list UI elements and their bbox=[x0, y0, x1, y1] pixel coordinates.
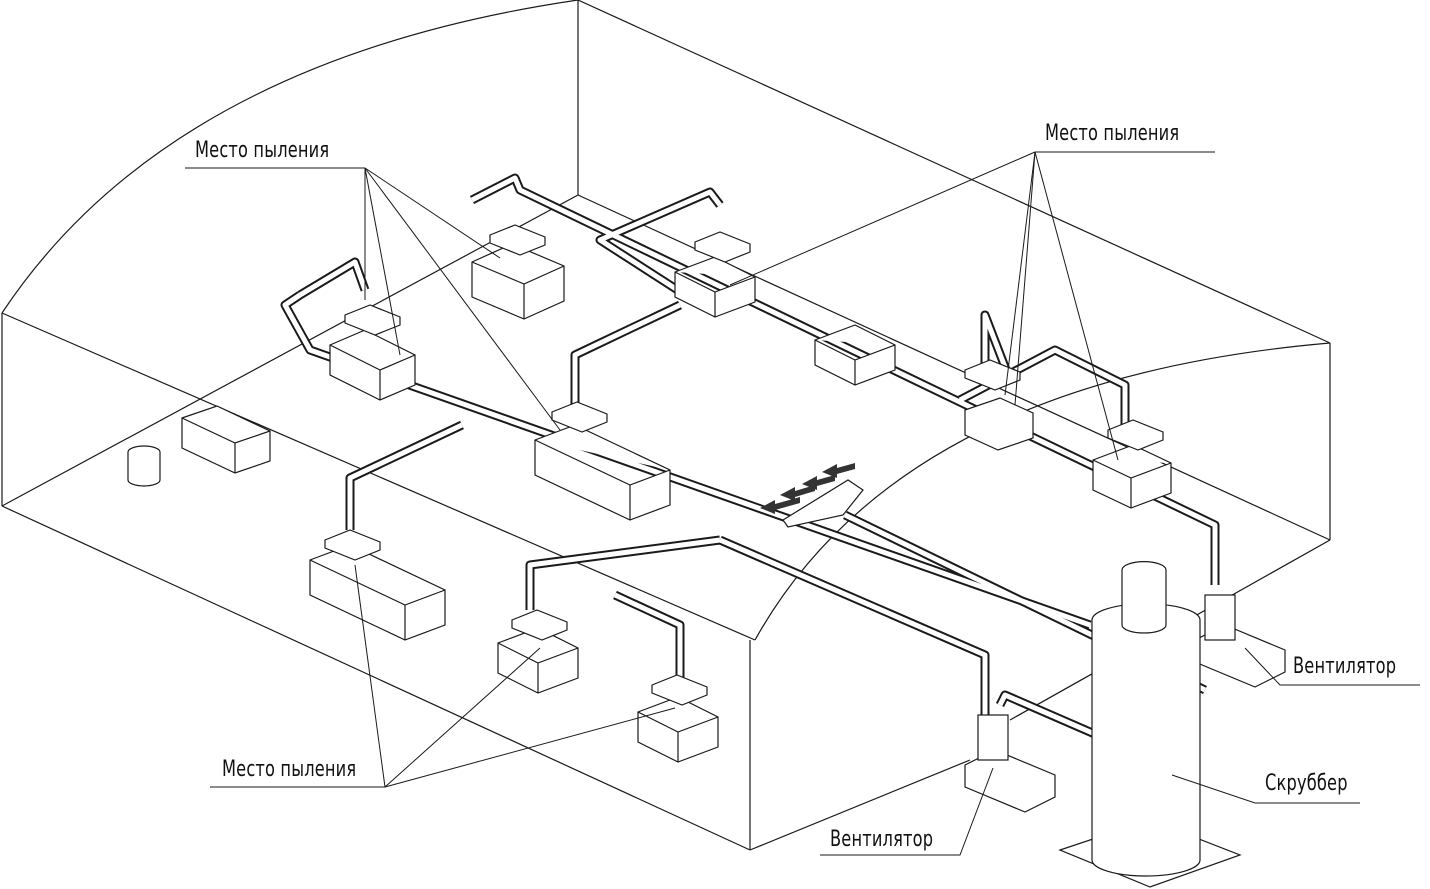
tank bbox=[127, 445, 161, 487]
equipment-box bbox=[309, 544, 446, 641]
fan-motor bbox=[1204, 594, 1236, 641]
scrubber-body bbox=[1091, 603, 1201, 877]
hood bbox=[651, 674, 708, 706]
equipment-box bbox=[637, 696, 719, 763]
label-dust-point-top-right: Место пыления bbox=[1045, 121, 1180, 146]
equipment-box bbox=[329, 329, 416, 401]
equipment-box bbox=[814, 324, 896, 386]
hood bbox=[344, 304, 401, 336]
label-dust-point-top-left: Место пыления bbox=[195, 138, 330, 163]
label-fan-right: Вентилятор bbox=[1293, 654, 1397, 679]
hood bbox=[1107, 419, 1164, 451]
flow-arrows bbox=[760, 463, 855, 514]
hood bbox=[551, 401, 608, 433]
fan-motor bbox=[977, 714, 1009, 761]
equipment-box bbox=[964, 397, 1034, 451]
hood bbox=[694, 231, 751, 263]
hood bbox=[964, 359, 1021, 391]
equipment-box bbox=[181, 405, 271, 474]
equipment-box bbox=[471, 243, 565, 320]
hood bbox=[489, 224, 546, 256]
scrubber-top bbox=[1121, 561, 1167, 634]
equipment-box bbox=[674, 256, 756, 318]
leader-lines bbox=[185, 151, 1420, 856]
equipment-boxes bbox=[127, 224, 1286, 888]
hood bbox=[324, 529, 381, 561]
label-dust-point-bottom: Место пыления bbox=[222, 757, 357, 782]
label-fan-bottom: Вентилятор bbox=[830, 827, 934, 852]
label-scrubber: Скруббер bbox=[1265, 771, 1348, 796]
hood bbox=[511, 609, 568, 641]
air-curtain bbox=[782, 479, 864, 528]
